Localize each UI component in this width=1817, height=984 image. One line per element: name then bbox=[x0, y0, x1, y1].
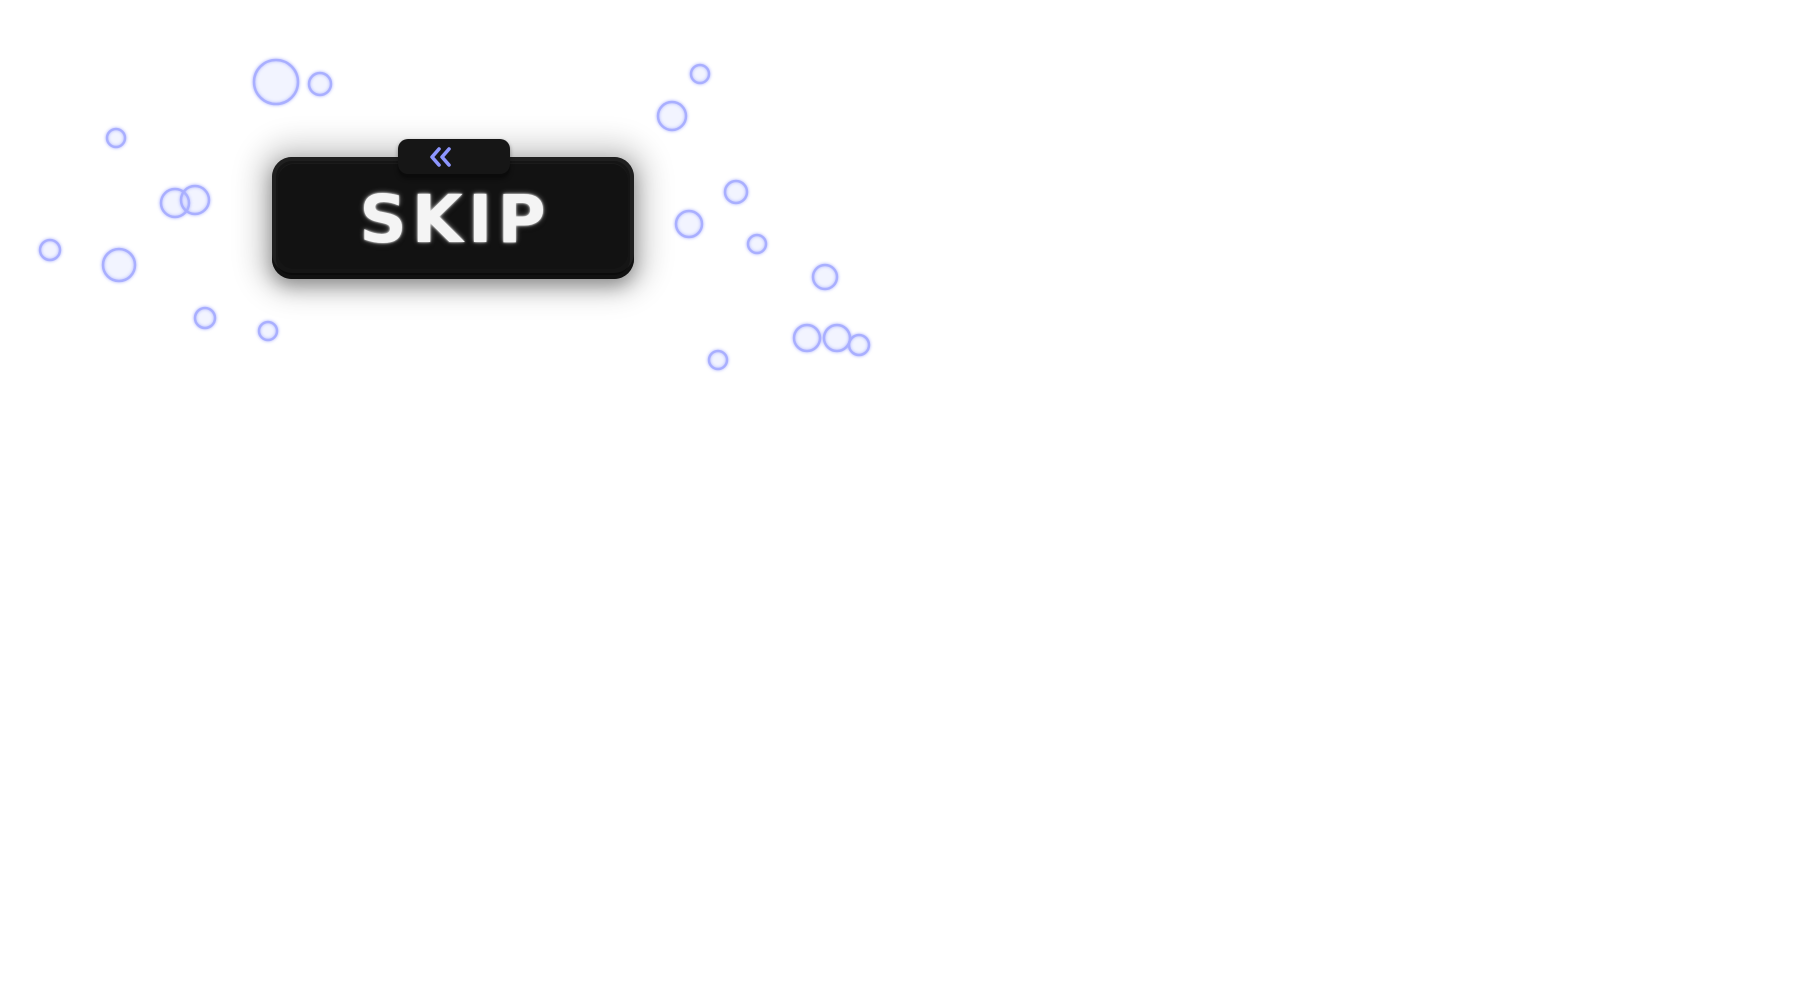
bubble bbox=[179, 184, 211, 216]
bubble bbox=[38, 238, 62, 262]
bubble bbox=[723, 179, 749, 205]
bubble bbox=[307, 71, 333, 97]
bubble bbox=[656, 100, 688, 132]
skip-tab[interactable] bbox=[398, 139, 510, 177]
bubble bbox=[159, 187, 191, 219]
double-chevron-left-icon bbox=[430, 147, 451, 167]
skip-control: SKIP bbox=[272, 139, 636, 281]
bubble bbox=[811, 263, 839, 291]
bubble bbox=[707, 349, 729, 371]
skip-label: SKIP bbox=[359, 180, 551, 258]
bubble bbox=[674, 209, 704, 239]
bubble bbox=[822, 323, 852, 353]
bubble bbox=[792, 323, 822, 353]
skip-button[interactable]: SKIP bbox=[272, 157, 634, 279]
bubble bbox=[101, 247, 137, 283]
bubble bbox=[257, 320, 279, 342]
skip-button-face bbox=[278, 163, 628, 269]
bubble bbox=[252, 58, 300, 106]
bubble bbox=[689, 63, 711, 85]
bubble bbox=[847, 333, 871, 357]
bubble bbox=[193, 306, 217, 330]
bubble bbox=[105, 127, 127, 149]
bubble bbox=[746, 233, 768, 255]
